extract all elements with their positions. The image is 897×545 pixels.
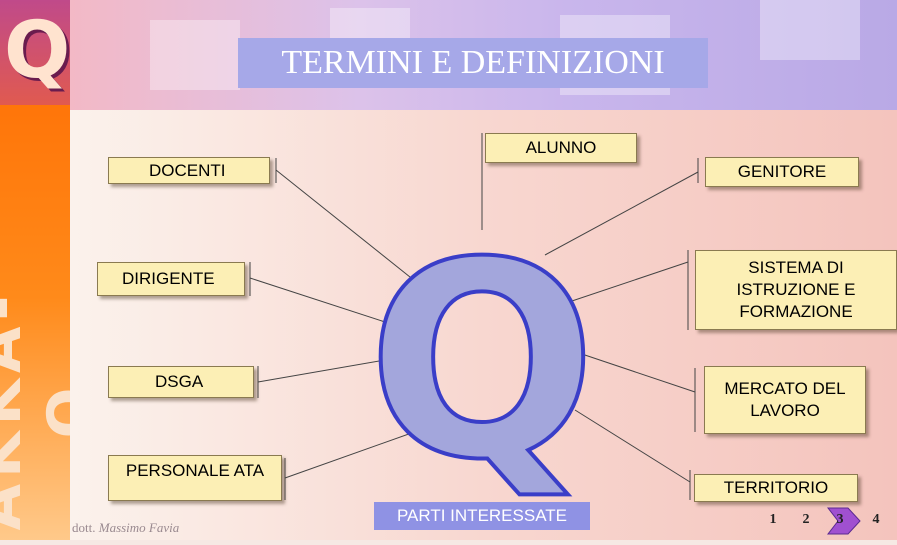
center-q-icon: Q (367, 204, 597, 519)
author-prefix: dott. (72, 520, 96, 535)
node-genitore: GENITORE (705, 157, 859, 187)
page-link-1[interactable]: 1 (759, 506, 793, 536)
page-title: TERMINI E DEFINIZIONI (281, 44, 665, 81)
page-number: 2 (802, 512, 810, 527)
page-number: 4 (872, 512, 880, 527)
author-name: Massimo Favia (98, 520, 180, 535)
page-link-4[interactable]: 4 (862, 506, 896, 536)
node-docenti: DOCENTI (108, 157, 270, 184)
page-number: 3 (836, 512, 844, 527)
author-credit: dott. Massimo Favia (72, 520, 179, 536)
node-dirigente: DIRIGENTE (97, 262, 245, 296)
header-decor-square (760, 0, 860, 60)
active-page-arrow-icon (826, 507, 861, 535)
node-territorio: TERRITORIO (694, 474, 858, 502)
logo-box (0, 0, 70, 105)
node-personale-ata: PERSONALE ATA (108, 455, 282, 501)
parti-interessate-label: PARTI INTERESSATE (374, 502, 590, 530)
page-number: 1 (769, 512, 777, 527)
title-bar (238, 38, 708, 88)
page-link-2[interactable]: 2 (792, 506, 826, 536)
page-link-3-active[interactable]: 3 (826, 506, 861, 536)
node-alunno: ALUNNO (485, 133, 637, 163)
node-mercato-lavoro: MERCATO DEL LAVORO (704, 366, 866, 434)
logo-q-icon: Q (4, 6, 71, 96)
node-sistema-istruzione: SISTEMA DI ISTRUZIONE E FORMAZIONE (695, 250, 897, 330)
node-dsga: DSGA (108, 366, 254, 398)
header-decor-square (150, 20, 240, 90)
